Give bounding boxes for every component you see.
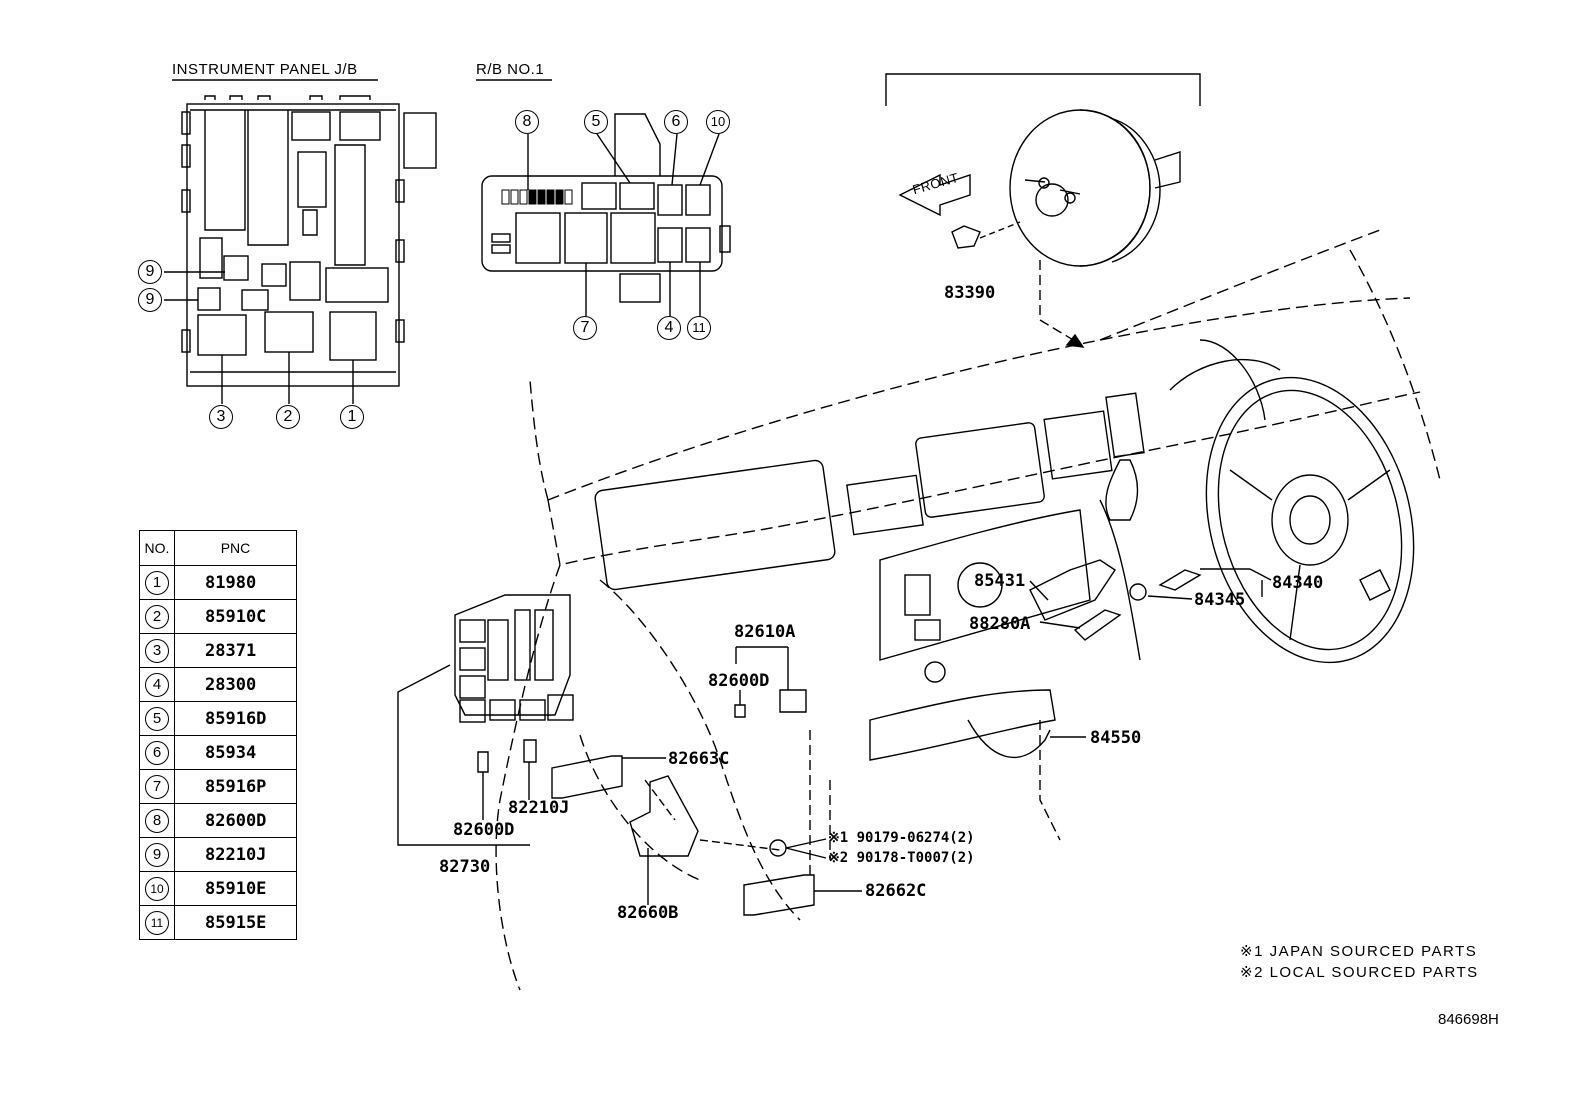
fastener-label-1: ※1 90179-06274(2) xyxy=(828,830,975,846)
row-no: 11 xyxy=(145,910,169,935)
diagram-id: 846698H xyxy=(1438,1011,1499,1028)
part-label-82600d-upper: 82600D xyxy=(708,671,770,691)
part-label-84550: 84550 xyxy=(1090,728,1142,748)
part-label-82600d-lower: 82600D xyxy=(453,820,515,840)
instrument-panel-jb-title: INSTRUMENT PANEL J/B xyxy=(172,61,358,78)
instrument-panel-jb-drawing xyxy=(164,79,437,404)
callout-rb-11: 11 xyxy=(687,316,711,340)
row-no: 1 xyxy=(145,570,169,595)
part-label-82663c: 82663C xyxy=(668,749,730,769)
part-label-84340: 84340 xyxy=(1272,573,1324,593)
brake-booster-drawing xyxy=(885,73,1201,348)
row-pnc: 85910E xyxy=(174,871,297,906)
row-pnc: 85916P xyxy=(174,769,297,804)
row-pnc: 85934 xyxy=(174,735,297,770)
callout-jb-2: 2 xyxy=(276,405,300,429)
callout-rb-5: 5 xyxy=(584,110,608,134)
note-local-sourced: ※2 LOCAL SOURCED PARTS xyxy=(1240,964,1479,981)
row-no: 4 xyxy=(145,672,169,697)
row-pnc: 85915E xyxy=(174,905,297,940)
row-no: 5 xyxy=(145,706,169,731)
row-pnc: 28300 xyxy=(174,667,297,702)
row-no: 9 xyxy=(145,842,169,867)
callout-rb-8: 8 xyxy=(515,110,539,134)
dashboard-drawing xyxy=(397,229,1441,991)
row-pnc: 28371 xyxy=(174,633,297,668)
note-japan-sourced: ※1 JAPAN SOURCED PARTS xyxy=(1240,943,1478,960)
callout-rb-7: 7 xyxy=(573,316,597,340)
part-label-82730: 82730 xyxy=(439,857,491,877)
rb-no1-drawing xyxy=(476,79,731,316)
row-pnc: 82600D xyxy=(174,803,297,838)
row-pnc: 85916D xyxy=(174,701,297,736)
row-no: 7 xyxy=(145,774,169,799)
part-label-88280a: 88280A xyxy=(969,614,1031,634)
callout-rb-4: 4 xyxy=(657,316,681,340)
row-no: 2 xyxy=(145,604,169,629)
row-pnc: 85910C xyxy=(174,599,297,634)
row-pnc: 81980 xyxy=(174,565,297,600)
row-no: 10 xyxy=(145,876,169,901)
row-no: 6 xyxy=(145,740,169,765)
row-pnc: 82210J xyxy=(174,837,297,872)
part-label-83390: 83390 xyxy=(944,283,996,303)
callout-rb-6: 6 xyxy=(664,110,688,134)
row-no: 3 xyxy=(145,638,169,663)
part-label-82660b: 82660B xyxy=(617,903,679,923)
fastener-label-2: ※2 90178-T0007(2) xyxy=(828,850,975,866)
part-label-85431: 85431 xyxy=(974,571,1026,591)
callout-rb-10: 10 xyxy=(706,110,730,134)
col-pnc-header: PNC xyxy=(174,530,297,566)
part-label-82610a: 82610A xyxy=(734,622,796,642)
part-label-84345: 84345 xyxy=(1194,590,1246,610)
callout-jb-1: 1 xyxy=(340,405,364,429)
callout-jb-9b: 9 xyxy=(138,288,162,312)
callout-jb-3: 3 xyxy=(209,405,233,429)
part-label-82210j: 82210J xyxy=(508,798,570,818)
callout-jb-9a: 9 xyxy=(138,260,162,284)
col-no-header: NO. xyxy=(139,530,175,566)
rb-no1-title: R/B NO.1 xyxy=(476,61,545,78)
row-no: 8 xyxy=(145,808,169,833)
table-header-row: NO. PNC xyxy=(139,530,297,566)
part-label-82662c: 82662C xyxy=(865,881,927,901)
